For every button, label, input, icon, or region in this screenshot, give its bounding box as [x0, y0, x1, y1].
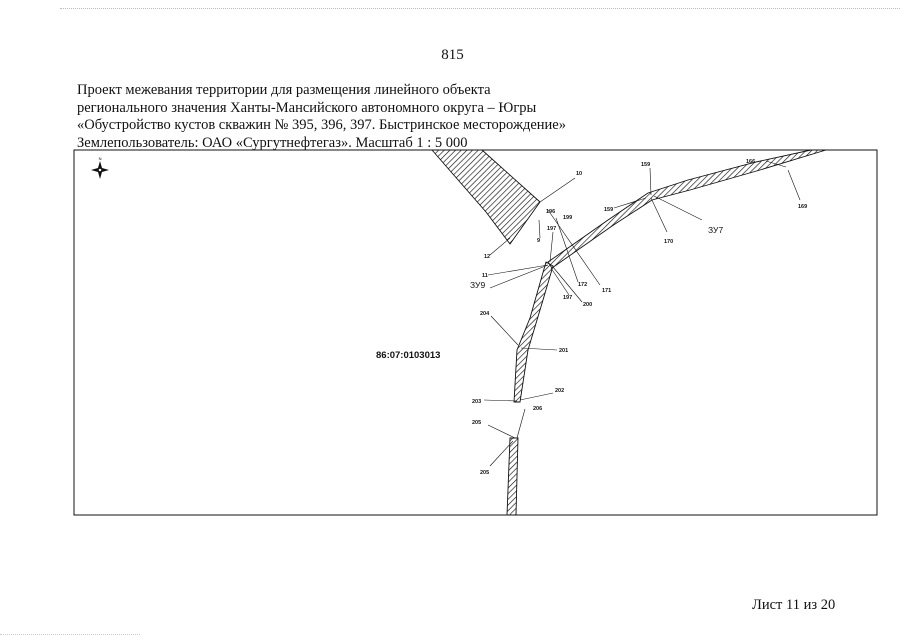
caption-line-4: Землепользователь: ОАО «Сургутнефтегаз».… [77, 134, 468, 151]
page-number: 815 [441, 47, 464, 63]
point-label-172: 172 [578, 282, 587, 288]
map-caption: Проект межевания территории для размещен… [77, 82, 566, 152]
hatched-area-northwest [431, 149, 541, 245]
point-label-197-upper: 197 [547, 226, 556, 232]
point-label-200: 200 [583, 302, 592, 308]
svg-text:N: N [99, 156, 102, 161]
plot-zu7-strip [547, 149, 827, 269]
point-label-12: 12 [484, 254, 490, 260]
point-label-196: 196 [546, 209, 555, 215]
north-arrow-icon: N [91, 156, 109, 179]
point-label-169: 169 [798, 204, 807, 210]
caption-line-1: Проект межевания территории для размещен… [77, 82, 491, 98]
scan-artifact-bottom [0, 634, 140, 636]
point-label-170: 170 [664, 239, 673, 245]
point-label-166: 166 [746, 159, 755, 165]
plot-zu9-strip [506, 261, 554, 516]
point-label-10: 10 [576, 171, 582, 177]
point-label-171: 171 [602, 288, 611, 294]
point-label-203: 203 [472, 399, 481, 405]
point-label-202: 202 [555, 388, 564, 394]
caption-line-2: регионального значения Ханты-Мансийского… [77, 99, 537, 116]
map-frame [73, 149, 878, 516]
point-label-9: 9 [537, 238, 540, 244]
point-label-11: 11 [482, 273, 488, 279]
point-label-205-lower: 205 [480, 470, 489, 476]
plot-label-zu7: ЗУ7 [708, 225, 723, 235]
scan-artifact-top [60, 8, 900, 10]
point-label-204: 204 [480, 311, 490, 317]
point-label-201: 201 [559, 348, 568, 354]
sheet-number: Лист 11 из 20 [752, 597, 836, 613]
point-label-197-lower: 197 [563, 295, 572, 301]
point-label-159-left: 159 [604, 207, 613, 213]
cadastral-block-number: 86:07:0103013 [376, 350, 440, 361]
point-label-159-top: 159 [641, 162, 650, 168]
leader-lines [483, 160, 801, 467]
point-label-206: 206 [533, 406, 542, 412]
point-label-205-upper: 205 [472, 420, 481, 426]
plot-label-zu9: ЗУ9 [470, 280, 485, 290]
caption-line-3: «Обустройство кустов скважин № 395, 396,… [77, 117, 566, 133]
point-label-199: 199 [563, 215, 572, 221]
